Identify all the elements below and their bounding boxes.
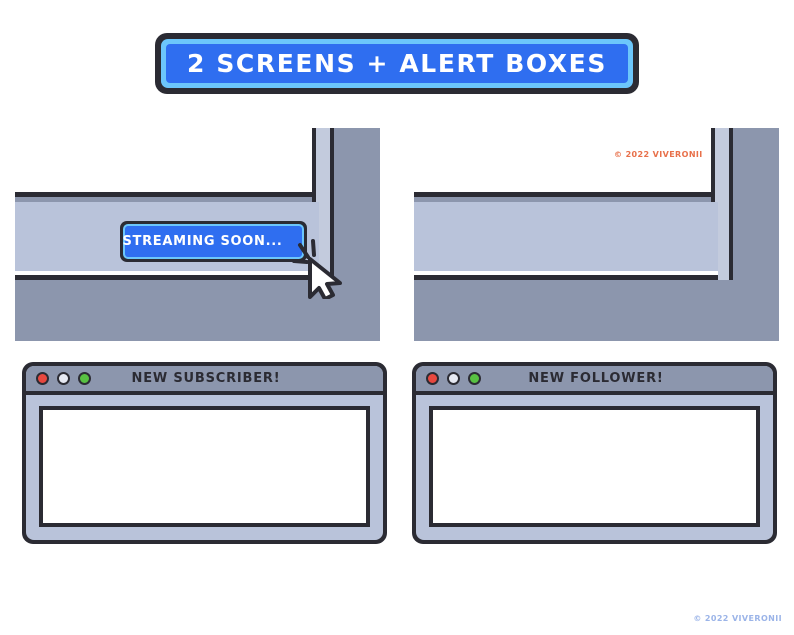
alert-title: NEW FOLLOWER! bbox=[528, 371, 664, 386]
minimize-dot-icon[interactable] bbox=[447, 372, 460, 385]
title-banner: 2 SCREENS + ALERT BOXES bbox=[155, 33, 639, 94]
screen-preview-be-right-back: © 2022 VIVERONII BE RIGHT BACK... bbox=[414, 128, 779, 341]
screen-preview-streaming-soon: STREAMING SOON... bbox=[15, 128, 380, 341]
streaming-soon-button[interactable]: STREAMING SOON... bbox=[120, 221, 307, 262]
screen-divider-gap bbox=[715, 128, 729, 280]
screen-content-area bbox=[15, 128, 312, 197]
alert-body: NEW SUBSCRIBER! bbox=[26, 366, 383, 540]
close-dot-icon[interactable] bbox=[426, 372, 439, 385]
screen-divider-gap bbox=[316, 128, 330, 280]
title-banner-fill: 2 SCREENS + ALERT BOXES bbox=[166, 44, 628, 83]
screen-button-band-edge bbox=[15, 275, 319, 280]
alert-box-new-follower: NEW FOLLOWER! bbox=[412, 362, 777, 544]
button-label: STREAMING SOON... bbox=[122, 234, 283, 249]
screen-divider-line-outer bbox=[330, 128, 334, 280]
screen-lower-band bbox=[414, 280, 779, 341]
screen-watermark: © 2022 VIVERONII bbox=[614, 150, 703, 159]
close-dot-icon[interactable] bbox=[36, 372, 49, 385]
alert-box-new-subscriber: NEW SUBSCRIBER! bbox=[22, 362, 387, 544]
button-fill: STREAMING SOON... bbox=[122, 226, 302, 257]
screen-lower-band bbox=[15, 280, 380, 341]
alert-body: NEW FOLLOWER! bbox=[416, 366, 773, 540]
alert-titlebar: NEW FOLLOWER! bbox=[416, 366, 773, 395]
screen-content-area: © 2022 VIVERONII bbox=[414, 128, 711, 197]
alert-content bbox=[26, 395, 383, 540]
alert-display-area bbox=[429, 406, 760, 527]
alert-titlebar: NEW SUBSCRIBER! bbox=[26, 366, 383, 395]
title-banner-inner-ring: 2 SCREENS + ALERT BOXES bbox=[161, 39, 633, 88]
minimize-dot-icon[interactable] bbox=[57, 372, 70, 385]
button-inner-ring: STREAMING SOON... bbox=[122, 224, 304, 259]
screen-button-band-edge bbox=[414, 275, 718, 280]
maximize-dot-icon[interactable] bbox=[78, 372, 91, 385]
window-controls bbox=[426, 372, 481, 385]
window-controls bbox=[36, 372, 91, 385]
page-title: 2 SCREENS + ALERT BOXES bbox=[187, 49, 607, 78]
screen-divider-line-outer bbox=[729, 128, 733, 280]
footer-watermark: © 2022 VIVERONII bbox=[693, 614, 782, 623]
screen-button-band bbox=[414, 202, 718, 275]
alert-content bbox=[416, 395, 773, 540]
alert-title: NEW SUBSCRIBER! bbox=[131, 371, 281, 386]
alert-display-area bbox=[39, 406, 370, 527]
maximize-dot-icon[interactable] bbox=[468, 372, 481, 385]
